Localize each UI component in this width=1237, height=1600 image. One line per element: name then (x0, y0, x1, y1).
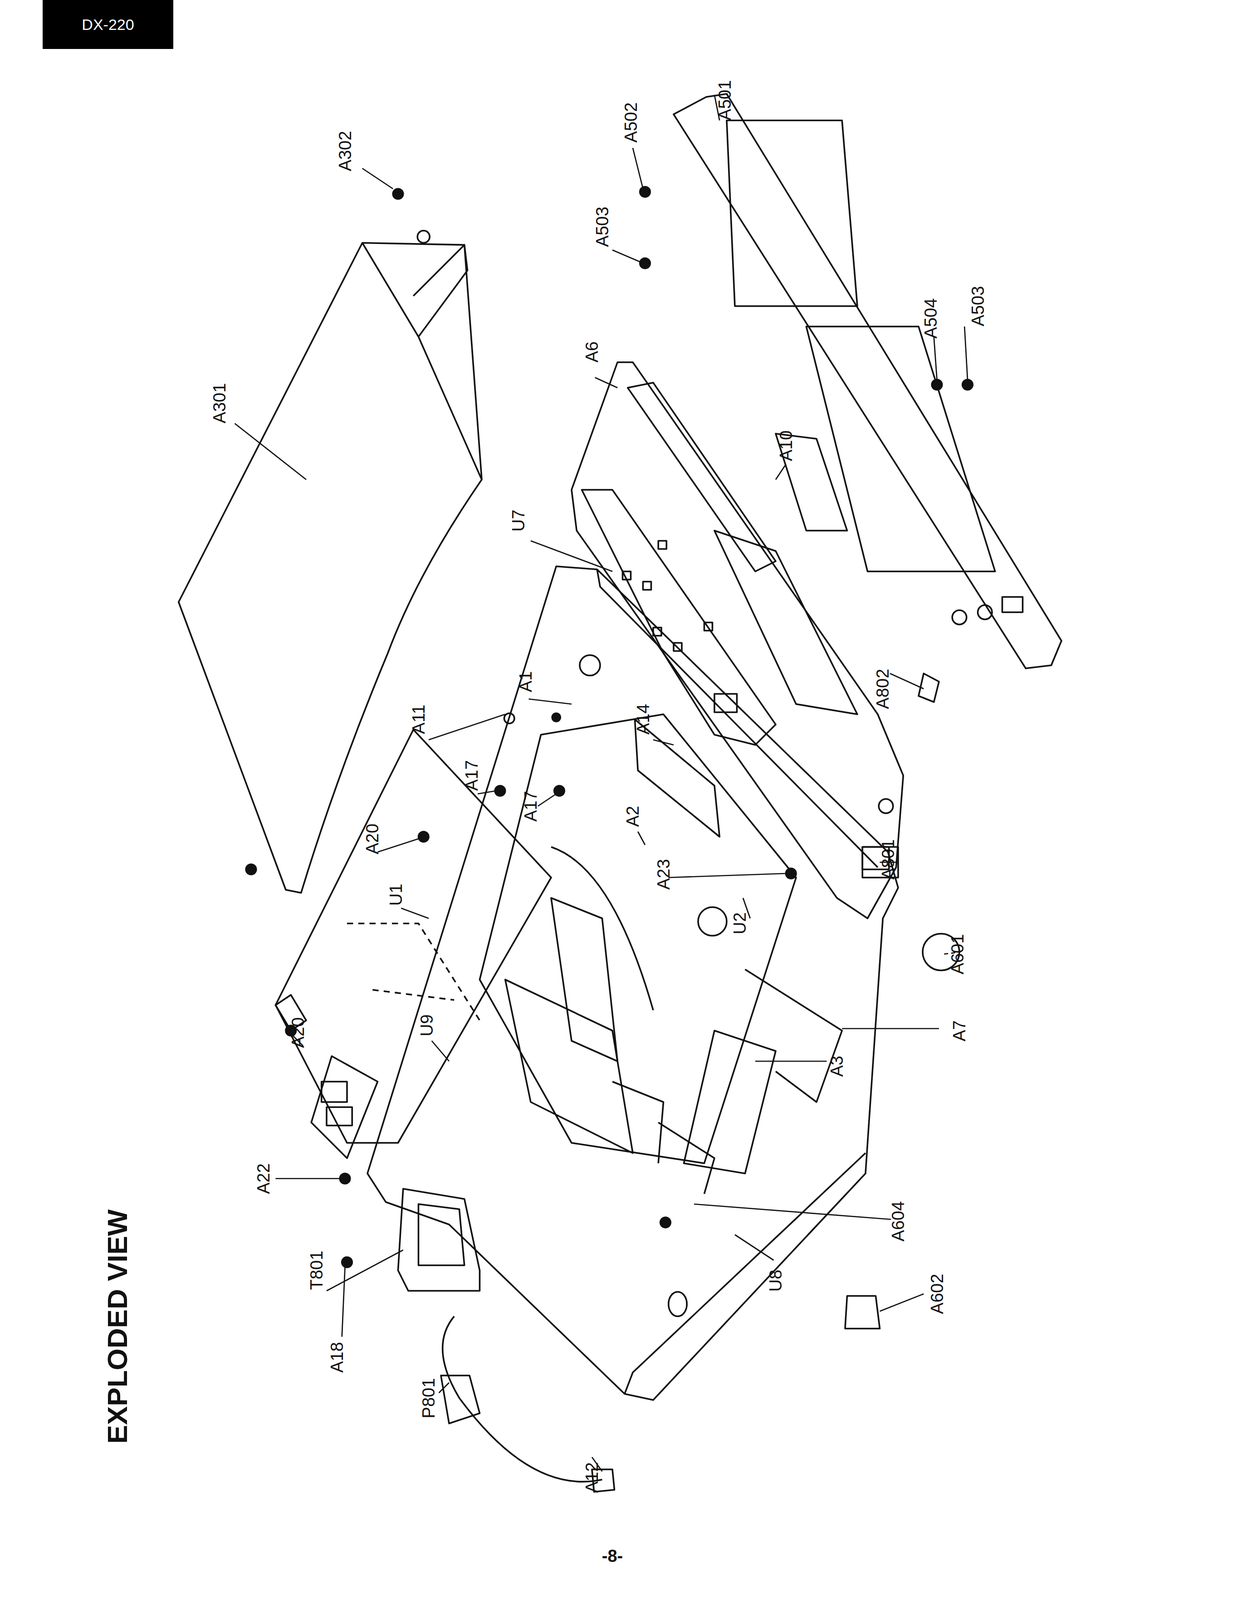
callout-number: A22 (254, 1163, 273, 1195)
callout-number: A6 (583, 341, 601, 363)
callout-number: A12 (583, 1462, 601, 1494)
callout-number: A1 (517, 671, 535, 693)
callout-number: A17 (522, 791, 540, 822)
callout-number: A14 (634, 704, 652, 735)
callout-number: U7 (509, 509, 528, 532)
callout-number: A302 (336, 131, 354, 172)
model-name: DX-220 (81, 15, 134, 34)
callout-number: U8 (767, 1269, 785, 1292)
callout-number: A801 (879, 839, 897, 880)
page-number: -8- (601, 1547, 623, 1565)
callout-number: A802 (874, 668, 892, 709)
callout-number: U1 (387, 884, 405, 907)
callout-number: T801 (308, 1251, 326, 1291)
callout-number: A20 (363, 823, 382, 855)
callout-number: A10 (777, 430, 795, 462)
callout-number: A18 (328, 1342, 346, 1374)
callout-number: A503 (969, 286, 987, 327)
callout-number: U9 (418, 1014, 436, 1037)
callout-number: A7 (950, 1020, 969, 1042)
model-badge: DX-220 (42, 0, 174, 49)
callout-number: U2 (731, 912, 749, 935)
callout-number: A503 (593, 206, 612, 247)
callout-number: P801 (420, 1378, 438, 1419)
callout-number: A502 (622, 102, 640, 143)
callout-number: A17 (463, 760, 481, 792)
callout-number: A301 (210, 382, 229, 424)
page-title: EXPLODED VIEW (103, 1209, 132, 1445)
callout-number: A501 (716, 79, 734, 121)
callout-number: A504 (922, 298, 940, 339)
callout-number: A604 (889, 1201, 907, 1242)
callout-number: A23 (655, 859, 673, 890)
callout-number: A3 (828, 1056, 846, 1077)
callout-number: A20 (289, 1017, 307, 1049)
callout-number: A602 (928, 1274, 946, 1315)
callout-number: A601 (948, 933, 967, 975)
callout-number: A11 (410, 704, 428, 735)
callout-number: A2 (624, 806, 642, 827)
